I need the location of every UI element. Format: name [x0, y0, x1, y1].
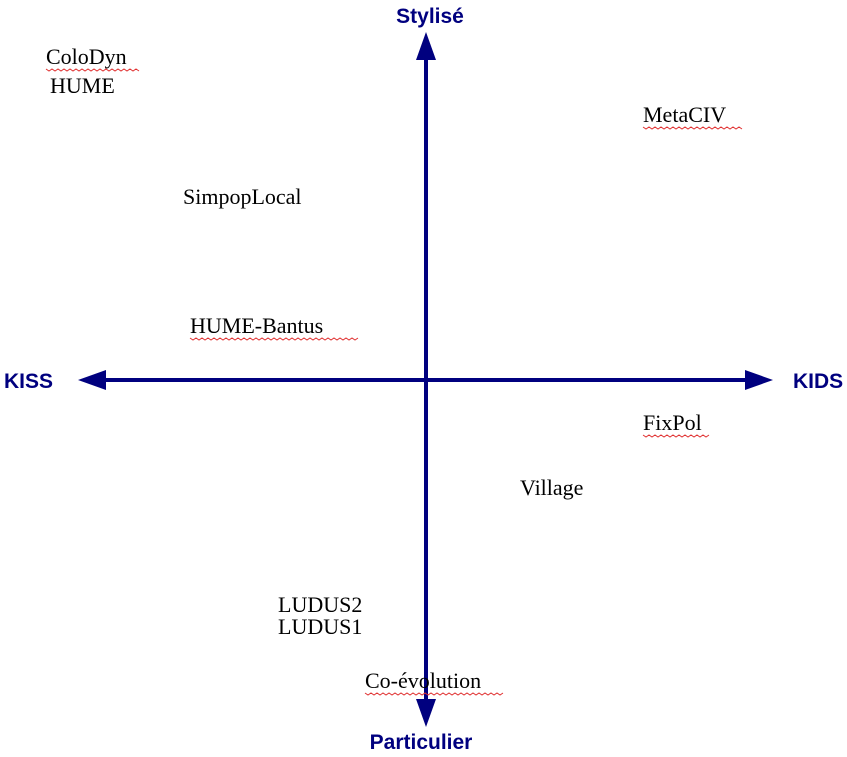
- spellcheck-underline-metaciv: [642, 126, 743, 130]
- arrowhead-left: [78, 370, 106, 390]
- spellcheck-underline-colodyn: [45, 68, 140, 72]
- axis-label-left: KISS: [4, 370, 53, 393]
- item-label-metaciv: MetaCIV: [643, 102, 726, 127]
- spellcheck-underline-fixpol: [642, 434, 710, 438]
- axis-label-bottom: Particulier: [370, 731, 473, 754]
- item-label-co-evolution: Co-évolution: [365, 668, 481, 693]
- item-label-hume-bantus: HUME-Bantus: [190, 313, 323, 338]
- spellcheck-underline-hume-bantus: [189, 337, 359, 341]
- item-label-ludus1: LUDUS1: [278, 614, 362, 639]
- spellcheck-underline-co-evolution: [364, 692, 504, 696]
- item-label-colodyn: ColoDyn: [46, 44, 127, 69]
- arrowhead-up: [416, 32, 436, 60]
- item-label-fixpol: FixPol: [643, 410, 702, 435]
- axis-label-right: KIDS: [793, 370, 843, 393]
- arrowhead-right: [745, 370, 773, 390]
- axes: [78, 32, 773, 727]
- item-labels: ColoDyn HUME MetaCIV SimpopLocal HUME-Ba…: [46, 44, 726, 693]
- item-label-village: Village: [520, 475, 583, 500]
- item-label-hume: HUME: [50, 73, 115, 98]
- spellcheck-underlines: [45, 68, 743, 696]
- item-label-ludus2: LUDUS2: [278, 592, 362, 617]
- axis-label-top: Stylisé: [396, 5, 464, 28]
- item-label-simpoplocal: SimpopLocal: [183, 184, 302, 209]
- arrowhead-down: [416, 699, 436, 727]
